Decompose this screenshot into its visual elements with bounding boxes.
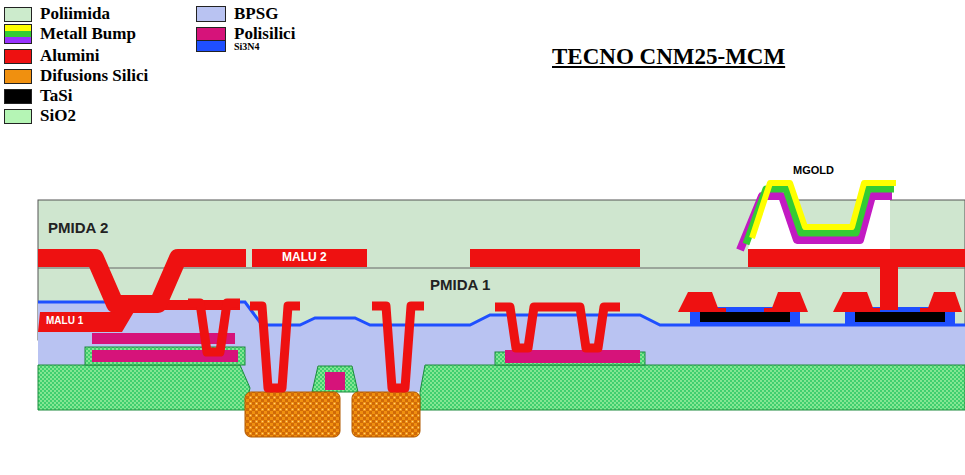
- aluminium-contact: [495, 307, 620, 348]
- legend-swatch: [196, 40, 226, 52]
- legend-entry: Difusions Silici: [4, 66, 148, 86]
- legend-label: Difusions Silici: [40, 66, 148, 86]
- legend-label: TaSi: [40, 86, 72, 106]
- aluminium-2: [252, 249, 367, 267]
- aluminium-contact: [250, 306, 300, 388]
- legend-entry: Metall Bump: [4, 24, 136, 44]
- aluminium-contact: [920, 292, 962, 312]
- layer-label: MALU 1: [46, 315, 83, 326]
- aluminium-2: [38, 258, 246, 304]
- sio2-field-right: [420, 365, 965, 410]
- gate-oxide: [312, 366, 358, 392]
- legend-label: Alumini: [40, 46, 100, 66]
- legend-label: BPSG: [234, 4, 278, 24]
- legend-label: SiO2: [40, 106, 76, 126]
- tasi-resistor: [855, 312, 945, 322]
- silicon-diffusion: [352, 392, 420, 437]
- aluminium-contact: [188, 303, 240, 352]
- layer-label: MALU 2: [282, 251, 327, 264]
- polysilicon: [92, 333, 235, 344]
- tasi-resistor: [700, 312, 790, 322]
- legend-entry: Alumini: [4, 46, 100, 66]
- legend-entry: TaSi: [4, 86, 72, 106]
- bump-swatch-stripe: [5, 37, 31, 43]
- silicon-diffusion: [245, 392, 340, 437]
- sio2-field-left: [38, 365, 250, 410]
- aluminium-2: [470, 249, 640, 267]
- bump-swatch: [4, 24, 32, 44]
- aluminium-contact: [678, 292, 726, 312]
- legend-label: Metall Bump: [40, 24, 136, 44]
- legend-entry: Si3N4: [196, 40, 260, 52]
- bump-metal-gold: [752, 183, 896, 238]
- layer-label: MGOLD: [793, 164, 834, 176]
- layer-label: PMIDA 2: [48, 220, 108, 237]
- aluminium-contact: [372, 306, 424, 388]
- legend-swatch: [4, 7, 32, 22]
- layer-label: PMIDA 1: [430, 277, 490, 294]
- legend-entry: SiO2: [4, 106, 76, 126]
- legend-swatch: [4, 109, 32, 124]
- legend-label: Si3N4: [234, 41, 260, 52]
- legend-entry: Poliimida: [4, 4, 110, 24]
- legend-label: Poliimida: [40, 4, 110, 24]
- legend-swatch: [196, 6, 226, 22]
- legend-swatch: [4, 69, 32, 84]
- title: TECNO CNM25-MCM: [552, 44, 785, 69]
- aluminium-contact: [833, 292, 880, 312]
- polysilicon-gate: [325, 372, 345, 390]
- aluminium-via: [880, 266, 898, 310]
- legend-swatch: [4, 89, 32, 104]
- aluminium-2: [748, 249, 965, 267]
- legend-entry: BPSG: [196, 4, 278, 24]
- aluminium-contact: [764, 292, 808, 312]
- legend-swatch: [4, 49, 32, 64]
